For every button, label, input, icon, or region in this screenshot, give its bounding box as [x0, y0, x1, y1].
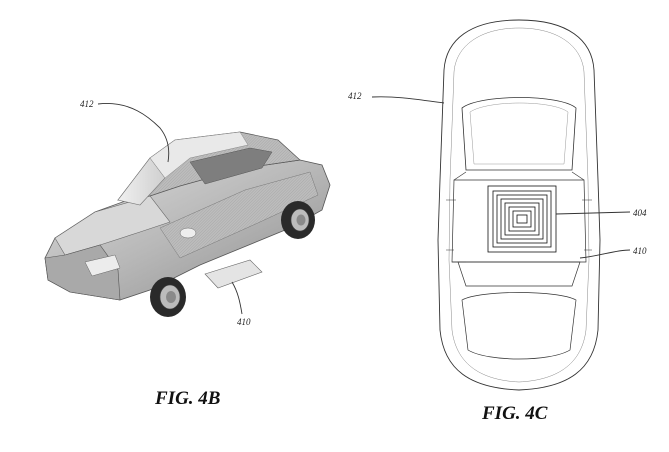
ref-label-410-4b: 410	[237, 317, 251, 327]
leader-line-412-4b	[97, 102, 170, 163]
figure-4b: 412 410 FIG. 4B	[44, 99, 331, 409]
figure-4c: 412 404 410 FIG. 4C	[348, 19, 647, 424]
ref-label-412-4c: 412	[348, 91, 362, 101]
ref-label-404-4c: 404	[633, 208, 647, 218]
car-perspective-drawing	[44, 131, 331, 317]
leader-line-410-4b	[231, 281, 243, 315]
leader-line-412-4c	[371, 96, 445, 104]
coil-pattern	[487, 185, 557, 253]
rear-wheel	[281, 201, 315, 239]
figure-caption-4b: FIG. 4B	[154, 388, 220, 409]
figure-caption-4c: FIG. 4C	[481, 403, 548, 424]
leader-line-410-4c	[579, 249, 631, 259]
ref-label-410-4c: 410	[633, 246, 647, 256]
ref-label-412-4b: 412	[80, 99, 94, 109]
car-top-view-drawing	[437, 19, 601, 391]
front-wheel	[150, 277, 186, 317]
leader-line-404-4c	[555, 211, 631, 215]
